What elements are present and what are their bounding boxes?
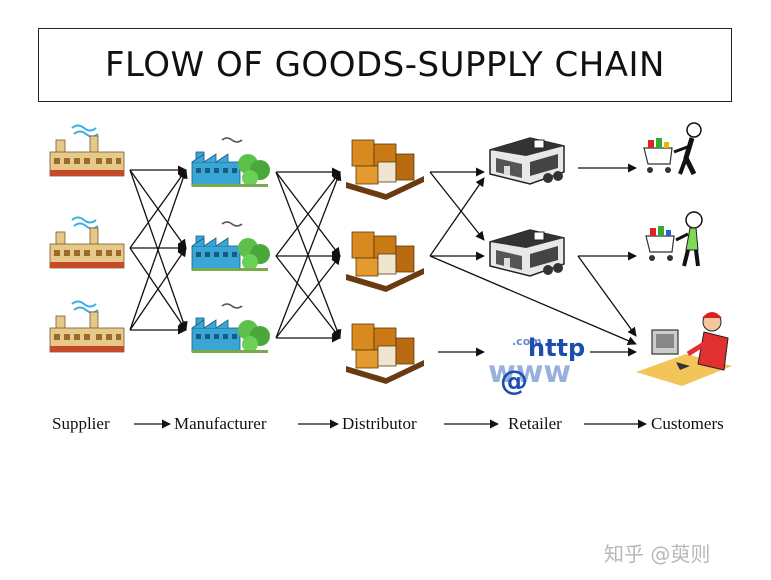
supplier-3-icon [49,300,125,353]
watermark: 知乎 @萸则 [604,542,711,566]
retailer-store-1-icon [489,137,565,185]
distributor-1-icon [345,139,425,201]
customer-1-icon [644,123,701,174]
internet-http-text: http [528,334,585,362]
title-box: FLOW OF GOODS-SUPPLY CHAIN [38,28,732,102]
distributor-3-icon [345,323,425,385]
manufacturer-3-icon [191,303,271,354]
retailer-customer-arrows [577,163,637,357]
customer-2-icon [644,210,704,268]
supplier-manufacturer-arrows [129,165,188,335]
manufacturer-2-icon [191,221,271,272]
internet-at-text: @ [500,364,528,397]
retailer-store-2-icon [489,229,565,277]
supplier-1-icon [49,124,125,177]
distributor-retailer-arrows [429,167,637,357]
supplier-2-icon [49,216,125,269]
manufacturer-distributor-arrows [275,167,342,343]
manufacturer-1-icon [191,137,271,188]
internet-www-text: www [488,355,571,390]
stage-label-supplier: Supplier [52,414,110,433]
stage-label-manufacturer: Manufacturer [174,414,267,433]
stage-label-retailer: Retailer [508,414,562,433]
stage-label-customers: Customers [651,414,724,433]
online-customer-icon [636,312,732,386]
distributor-2-icon [345,231,425,293]
online-retailer-icon: .com www http @ [488,334,585,397]
diagram-title: FLOW OF GOODS-SUPPLY CHAIN [104,45,665,85]
stage-label-distributor: Distributor [342,414,417,433]
internet-dotcom-text: .com [512,335,542,348]
